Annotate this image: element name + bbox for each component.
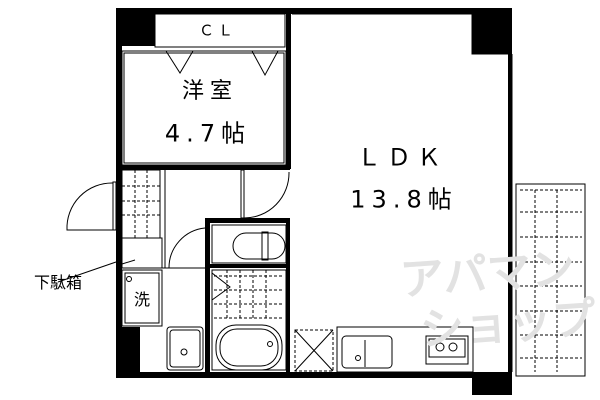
ldk-size: 13.8帖	[350, 185, 458, 214]
shoe-box-label: 下駄箱	[33, 273, 83, 292]
western-room-size: 4.7帖	[164, 119, 252, 148]
linework	[57, 13, 586, 377]
walls	[116, 8, 512, 395]
ldk-name: ＬＤＫ	[357, 143, 447, 172]
washer-label: 洗	[133, 290, 151, 309]
closet-label: ＣＬ	[198, 21, 238, 40]
watermark-line2: ショップ	[418, 292, 598, 357]
western-room-name: 洋室	[181, 79, 239, 104]
